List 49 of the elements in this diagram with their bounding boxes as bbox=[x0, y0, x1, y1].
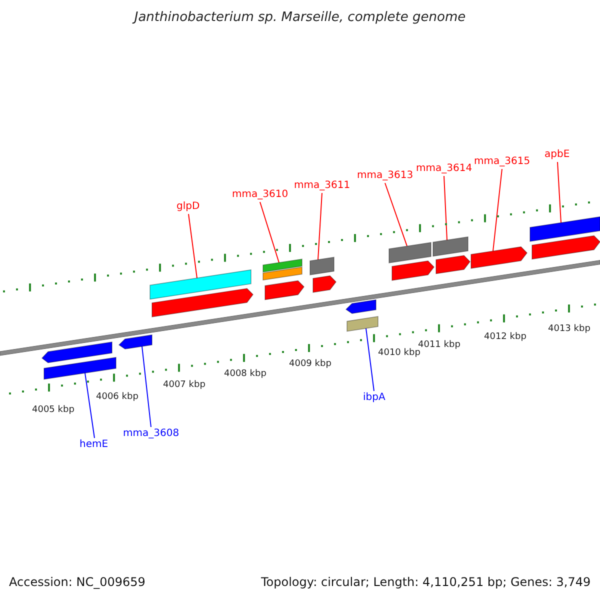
gene-feature bbox=[264, 280, 305, 300]
gene-label: mma_3613 bbox=[357, 170, 414, 182]
gene-label: apbE bbox=[544, 149, 570, 161]
gene-label: hemE bbox=[80, 439, 108, 451]
gene-feature bbox=[345, 299, 376, 314]
gene-label: ibpA bbox=[363, 392, 386, 404]
leader-line bbox=[366, 328, 374, 392]
leader-line bbox=[318, 192, 322, 260]
gene-feature bbox=[436, 255, 471, 274]
gene-feature bbox=[470, 246, 528, 269]
leader-line bbox=[557, 162, 562, 224]
gene-feature bbox=[41, 342, 112, 364]
gene-label: mma_3611 bbox=[294, 180, 350, 192]
gene-feature bbox=[312, 275, 337, 293]
gene-label: mma_3610 bbox=[232, 189, 288, 201]
gene-bar bbox=[530, 216, 600, 242]
gene-bar bbox=[432, 236, 468, 257]
scale-label: 4011 kbp bbox=[418, 339, 460, 350]
gene-bar bbox=[310, 256, 334, 276]
scale-label: 4008 kbp bbox=[224, 368, 266, 380]
gene-label: mma_3615 bbox=[474, 156, 530, 168]
gene-feature bbox=[152, 288, 254, 318]
leader-line bbox=[492, 168, 502, 252]
gene-bar bbox=[388, 242, 432, 264]
scale-label: 4010 kbp bbox=[378, 348, 420, 359]
scale-label: 4012 kbp bbox=[484, 331, 526, 343]
gene-label: glpD bbox=[176, 201, 200, 213]
gene-label: mma_3614 bbox=[416, 163, 472, 175]
gene-bar bbox=[262, 266, 302, 280]
gene-bar bbox=[150, 269, 252, 300]
accession-text: Accession: NC_009659 bbox=[9, 575, 146, 590]
leader-line bbox=[84, 372, 95, 438]
scale-label: 4005 kbp bbox=[32, 404, 74, 416]
scale-label: 4009 kbp bbox=[289, 358, 332, 370]
leader-line bbox=[188, 214, 198, 279]
scale-label: 4007 kbp bbox=[163, 379, 206, 391]
gene-bar bbox=[262, 258, 302, 272]
scale-label: 4013 kbp bbox=[548, 323, 590, 335]
diagram-title: Janthinobacterium sp. Marseille, complete genome bbox=[131, 10, 467, 26]
scale-label: 4006 kbp bbox=[96, 391, 138, 403]
leader-line bbox=[444, 176, 448, 241]
genome-info-text: Topology: circular; Length: 4,110,251 bp; Genes: 3,749 bbox=[261, 575, 591, 590]
gene-label: mma_3608 bbox=[123, 428, 180, 440]
leader-line bbox=[142, 346, 152, 428]
gene-feature bbox=[392, 260, 435, 281]
gene-feature bbox=[118, 334, 152, 350]
gene-bar bbox=[346, 316, 378, 332]
leader-line bbox=[384, 182, 408, 247]
leader-line bbox=[260, 202, 280, 264]
